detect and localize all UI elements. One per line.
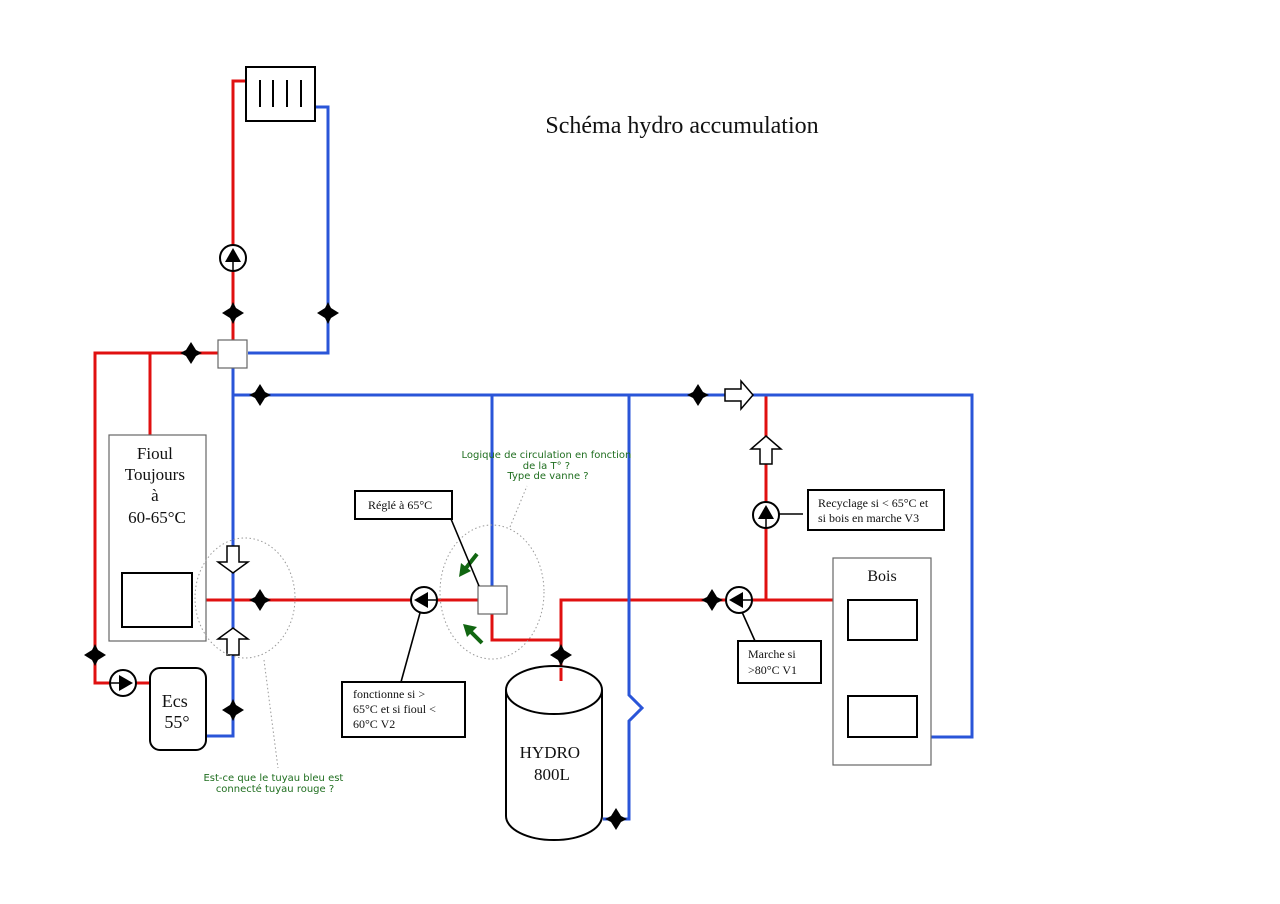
pump-v1-icon xyxy=(725,586,753,614)
pump-v2-icon xyxy=(410,586,438,614)
svg-text:Marche si >80°C V1: Marche si >80°C V1 xyxy=(748,647,799,677)
ecs-label-2: 55° xyxy=(164,712,189,732)
flow-arrow-down-icon xyxy=(215,545,251,574)
valve-icon xyxy=(249,589,271,611)
valve-icon xyxy=(249,384,271,406)
fioul-label-4: 60-65°C xyxy=(128,508,186,527)
bois-label: Bois xyxy=(867,568,896,585)
pump-v3-icon xyxy=(752,501,780,529)
hydro-tank: HYDRO 800L xyxy=(505,665,603,841)
hydro-label-1: HYDRO xyxy=(520,743,580,762)
note-logique: Logique de circulation en fonction de la… xyxy=(461,450,634,482)
note-tuyau: Est-ce que le tuyau bleu est connecté tu… xyxy=(203,773,346,795)
valve-icon xyxy=(180,342,202,364)
green-arrow-icon xyxy=(459,552,479,577)
svg-text:Ecs 55°: Ecs 55° xyxy=(162,691,193,732)
ecs-label-1: Ecs xyxy=(162,691,188,711)
label-regle: Réglé à 65°C xyxy=(354,490,480,587)
radiator xyxy=(245,66,316,122)
valve-icon xyxy=(317,302,339,324)
fioul-boiler: Fioul Toujours à 60-65°C xyxy=(108,434,207,642)
svg-text:HYDRO 800L: HYDRO 800L xyxy=(520,743,585,784)
valve-icon xyxy=(687,384,709,406)
junction-box xyxy=(217,339,248,369)
bois-boiler: Bois xyxy=(832,557,932,766)
fioul-label-1: Fioul xyxy=(137,444,173,463)
svg-text:Recyclage si < 65°C et s: Recyclage si < 65°C et si bois en marche… xyxy=(818,496,931,525)
valve-icon xyxy=(222,699,244,721)
valve-icon xyxy=(550,644,572,666)
green-arrow-icon xyxy=(463,624,484,645)
annotation-ellipse xyxy=(439,524,545,660)
pump-ecs-icon xyxy=(109,669,137,697)
label-v1: Marche si >80°C V1 xyxy=(737,611,822,684)
label-v3: Recyclage si < 65°C et si bois en marche… xyxy=(779,489,945,531)
valve-icon xyxy=(605,808,627,830)
svg-text:Fioul Toujours à: Fioul Toujours à 60-65°C xyxy=(125,444,189,527)
fioul-label-3: à xyxy=(151,486,159,505)
pump-radiator-icon xyxy=(219,244,247,272)
hydro-label-2: 800L xyxy=(534,765,570,784)
valve-icon xyxy=(701,589,723,611)
svg-text:fonctionne si > 65°C: fonctionne si > 65°C et si fioul < 60°C … xyxy=(353,687,439,731)
fioul-label-2: Toujours xyxy=(125,465,185,484)
svg-text:Réglé à 65°C: Réglé à 65°C xyxy=(368,498,432,512)
valve-icon xyxy=(84,644,106,666)
annotation-ellipse xyxy=(194,537,296,659)
flow-arrow-up-icon xyxy=(215,627,251,656)
ecs-tank: Ecs 55° xyxy=(149,667,207,751)
valve-icon xyxy=(222,302,244,324)
three-way-valve xyxy=(477,585,508,615)
flow-arrow-right-icon xyxy=(724,378,754,412)
label-v2: fonctionne si > 65°C et si fioul < 60°C … xyxy=(341,612,466,738)
diagram-title: Schéma hydro accumulation xyxy=(545,113,818,139)
flow-arrow-up-icon xyxy=(748,435,784,465)
